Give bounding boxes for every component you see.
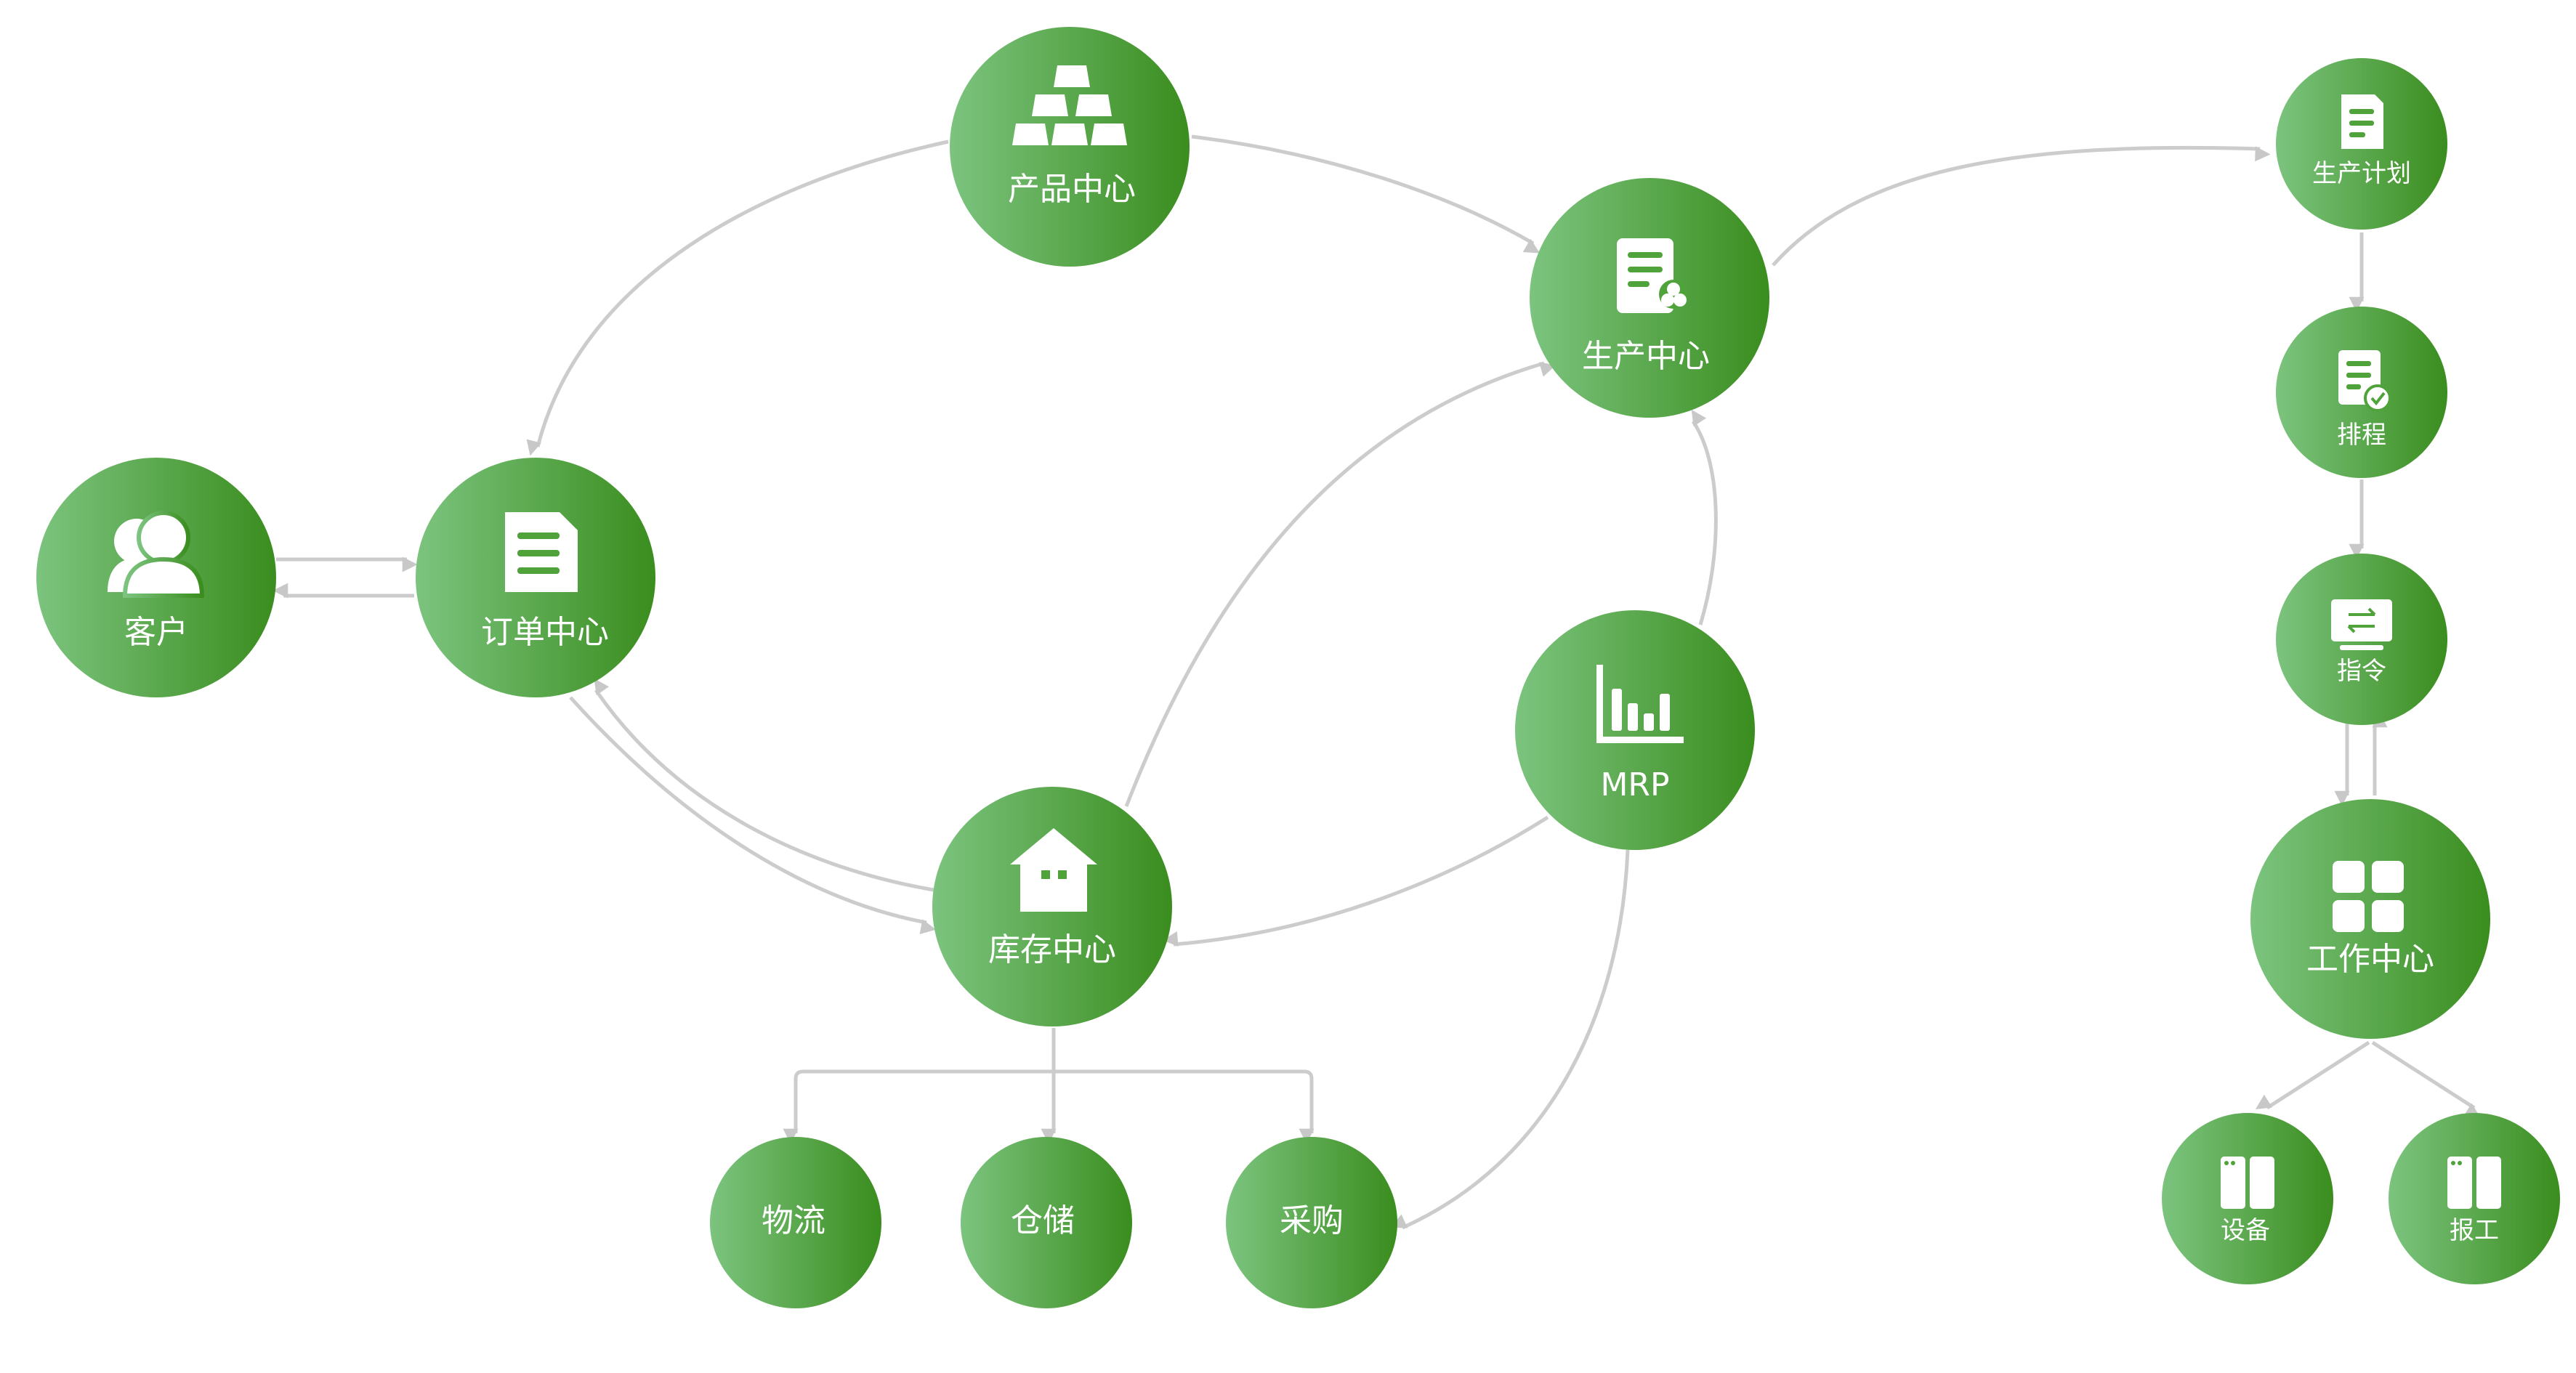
edge-order-to-inventory [570,697,926,923]
node-customer[interactable]: 客户 [36,458,276,697]
node-production-center[interactable]: 生产中心 [1530,178,1769,418]
node-scheduling-label: 排程 [2337,421,2386,450]
node-instruction-label: 指令 [2337,657,2386,686]
node-mrp[interactable]: MRP [1515,610,1755,850]
edge-work-center-to-equipment [2267,1042,2369,1108]
edge-inventory-to-production [1126,363,1544,806]
node-instruction[interactable]: 指令 [2276,554,2447,725]
edge-product-to-order [538,142,948,447]
node-purchasing-label: 采购 [1280,1202,1344,1239]
node-order-center-label: 订单中心 [481,614,609,651]
document-icon [505,512,578,592]
node-work-report[interactable]: 报工 [2389,1113,2560,1284]
edge-product-to-production [1192,137,1533,243]
node-inventory-center-label: 库存中心 [988,931,1116,968]
node-equipment-label: 设备 [2221,1216,2270,1245]
edge-mrp-to-purchasing [1402,850,1628,1228]
node-production-center-label: 生产中心 [1582,338,1710,375]
node-mrp-label: MRP [1600,766,1669,803]
node-work-center[interactable]: 工作中心 [2250,799,2490,1039]
node-order-center[interactable]: 订单中心 [416,458,655,697]
node-purchasing[interactable]: 采购 [1226,1137,1397,1308]
node-logistics-label: 物流 [762,1202,825,1239]
edge-mrp-to-inventory [1174,817,1548,944]
node-production-plan-label: 生产计划 [2312,159,2411,188]
node-logistics[interactable]: 物流 [710,1137,881,1308]
node-inventory-center[interactable]: 库存中心 [932,787,1172,1026]
node-storage-label: 仓储 [1011,1202,1075,1239]
edge-mrp-to-production [1693,421,1716,625]
plan-document-icon [2341,94,2383,149]
node-scheduling[interactable]: 排程 [2276,307,2447,478]
edge-inventory-to-purchasing [1054,1072,1312,1133]
node-storage[interactable]: 仓储 [961,1137,1132,1308]
node-product-center-label: 产品中心 [1008,171,1136,208]
node-product-center[interactable]: 产品中心 [950,27,1190,267]
node-work-center-label: 工作中心 [2306,941,2434,978]
edge-inventory-to-logistics [796,1072,1054,1133]
node-customer-label: 客户 [124,614,188,651]
edges [276,137,2474,1228]
node-work-report-label: 报工 [2450,1216,2499,1245]
edge-work-center-to-report [2373,1042,2474,1108]
node-equipment[interactable]: 设备 [2162,1113,2333,1284]
edge-production-to-plan [1773,147,2260,265]
node-production-plan[interactable]: 生产计划 [2276,58,2447,230]
